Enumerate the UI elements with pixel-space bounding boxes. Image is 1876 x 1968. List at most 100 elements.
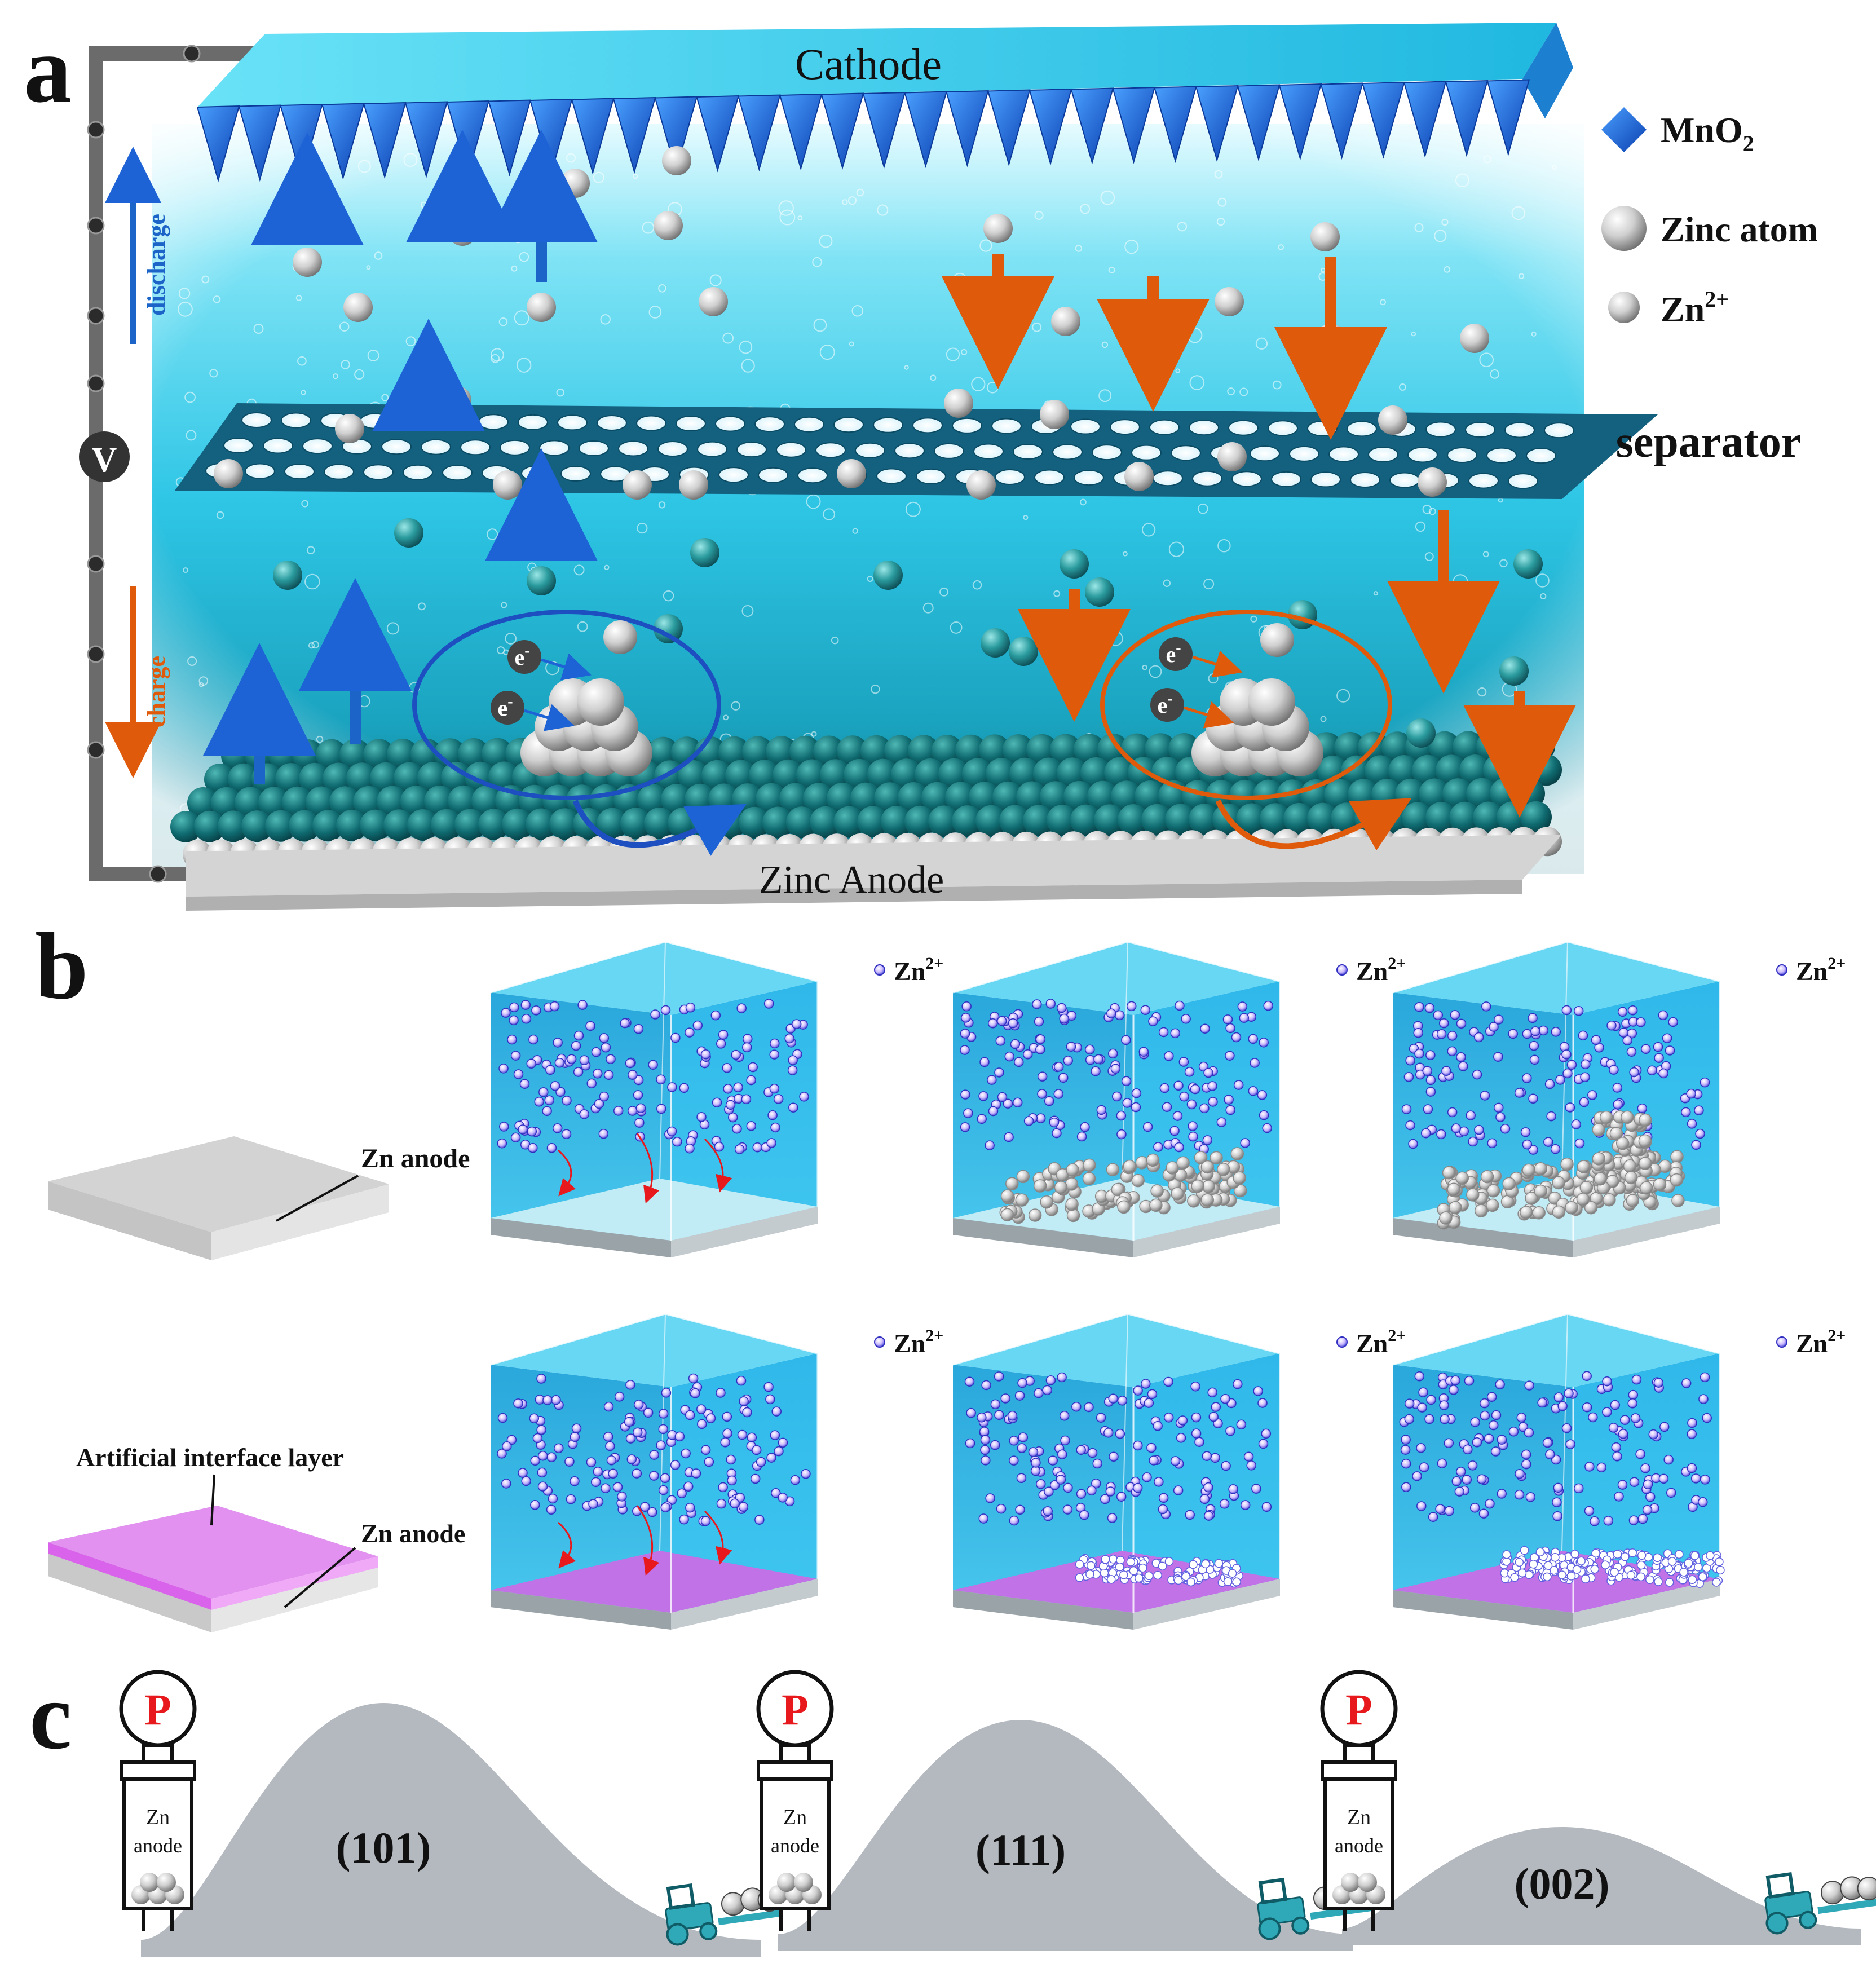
zn-ion-dot [741,1094,752,1105]
zn-ion-dot [1602,1376,1612,1387]
deposited-zinc [1688,1575,1697,1584]
zn-ion-dot [801,1469,811,1479]
zn-ion-dot [1629,1067,1639,1078]
deposited-zinc [1671,1194,1685,1207]
zn-ion-dot [1687,1119,1697,1129]
zn-ion-dot [990,1399,1001,1410]
zn-ion-dot [1243,1451,1254,1462]
zn-ion [1215,287,1244,316]
separator-pore [855,442,885,458]
zn-ion-dot [1668,1017,1678,1027]
zn-ion-dot [1058,1073,1069,1083]
zn-ion-dot [718,1482,728,1493]
separator-pore [1052,444,1083,460]
electron-badge [1150,688,1184,722]
cylinder-zinc-atom [1358,1873,1377,1892]
zn-ion [1406,718,1436,748]
zn-ion-dot [1485,1498,1495,1509]
separator-pore [797,467,828,484]
zn-ion-dot [1106,1008,1116,1019]
deposited-zinc [1200,1160,1215,1174]
deposited-zinc [1712,1578,1721,1587]
zn-ion-dot [1203,1482,1213,1493]
separator-pore [916,468,946,484]
zn-ion-dot [784,1033,794,1044]
zn-ion-dot [1451,1123,1462,1133]
zn-ion-dot [1162,1102,1172,1112]
zn-ion-dot [1177,1415,1188,1426]
separator-pore [281,412,311,429]
zn-ion-dot [732,1123,742,1134]
zn-ion-dot [679,1514,689,1525]
zn-ion-dot [1405,1120,1415,1131]
deposited-zinc [1552,1205,1566,1219]
zn-ion-dot [544,1095,555,1105]
deposited-zinc [1579,1181,1594,1194]
mno2-tooth [779,93,823,171]
zn-ion [966,470,996,500]
zn-ion-dot [632,1468,642,1479]
zn-ion-dot [980,1435,991,1445]
zn-ion-dot [716,1498,727,1509]
deposited-zinc [1201,1559,1210,1569]
zn-ion-dot [756,1457,766,1467]
zn-ion-dot [696,1112,707,1122]
zn-ion-dot [1403,1072,1414,1082]
zn-ion-dot [519,1079,530,1089]
zn-ion-dot [526,1058,537,1069]
zn-ion-dot [1233,1080,1244,1090]
deposited-zinc [1706,1551,1715,1560]
zn-ion-dot [1612,1083,1623,1093]
zn-ion-dot [1494,1014,1504,1025]
cylinder-zinc-atom [140,1873,159,1892]
zn-ion-dot [1133,1440,1143,1451]
zn-ion [214,459,243,488]
deposited-zinc [1214,1559,1224,1568]
ion-diffusion-arrow [636,1505,660,1576]
zn-ion-dot [1449,1385,1459,1395]
zn-ion-dot [1057,1003,1067,1013]
separator-pore [1504,422,1535,438]
incoming-zn-ion [1260,623,1294,657]
separator-pore [539,440,570,456]
deposited-zinc [1599,1110,1613,1124]
zn-ion-dot [591,1047,602,1057]
zn-ion-dot [1561,1423,1572,1433]
zn-ion-dot [1516,1413,1527,1423]
zn-ion-dot [742,1407,752,1418]
zn-ion-dot [978,1513,989,1524]
electron-transfer-arrow [1192,650,1243,678]
zn-ion-dot [1466,1110,1476,1120]
separator-pore [995,469,1025,485]
zn-ion-dot [1606,1020,1617,1031]
zn-ion-dot [961,1001,972,1012]
zn-ion-dot [1008,1018,1018,1029]
zn-ion-dot [790,1475,801,1485]
mno2-tooth [1403,81,1447,158]
deposited-zinc [1075,1573,1084,1582]
zn-ion-dot [791,1019,802,1029]
zn-ion-dot [1555,1075,1565,1085]
legend-panel-a: MnO2 Zinc atom Zn2+ [1601,107,1818,329]
deposited-zinc [1693,1563,1703,1572]
zn-ion-dot [1642,1504,1653,1515]
zn-ion-dot [1546,1111,1556,1122]
zn-ion-dot [1414,1371,1425,1382]
zn-ion-dot [1522,1073,1532,1083]
separator-pore [518,414,548,430]
separator-pore [1070,418,1101,435]
deposited-zinc [1535,1547,1545,1556]
separator-pore [284,464,315,480]
zn-ion-dot [1490,1446,1501,1457]
zn-ion-dot [1564,1388,1574,1398]
zn-ion-dot [1497,1435,1507,1445]
separator-pore [934,443,964,459]
pressure-gauge-label: P [1345,1685,1372,1734]
deposited-zinc [1601,1560,1610,1569]
zn-ion-dot [1158,1504,1168,1515]
deposition-box-r2-c1: Zn2+ [490,1313,943,1630]
deposited-zinc [1645,1575,1654,1585]
zinc-anode-label: Zinc Anode [759,858,944,902]
anode-surface-atom [1070,804,1102,836]
anode-surface-atom [170,811,202,842]
